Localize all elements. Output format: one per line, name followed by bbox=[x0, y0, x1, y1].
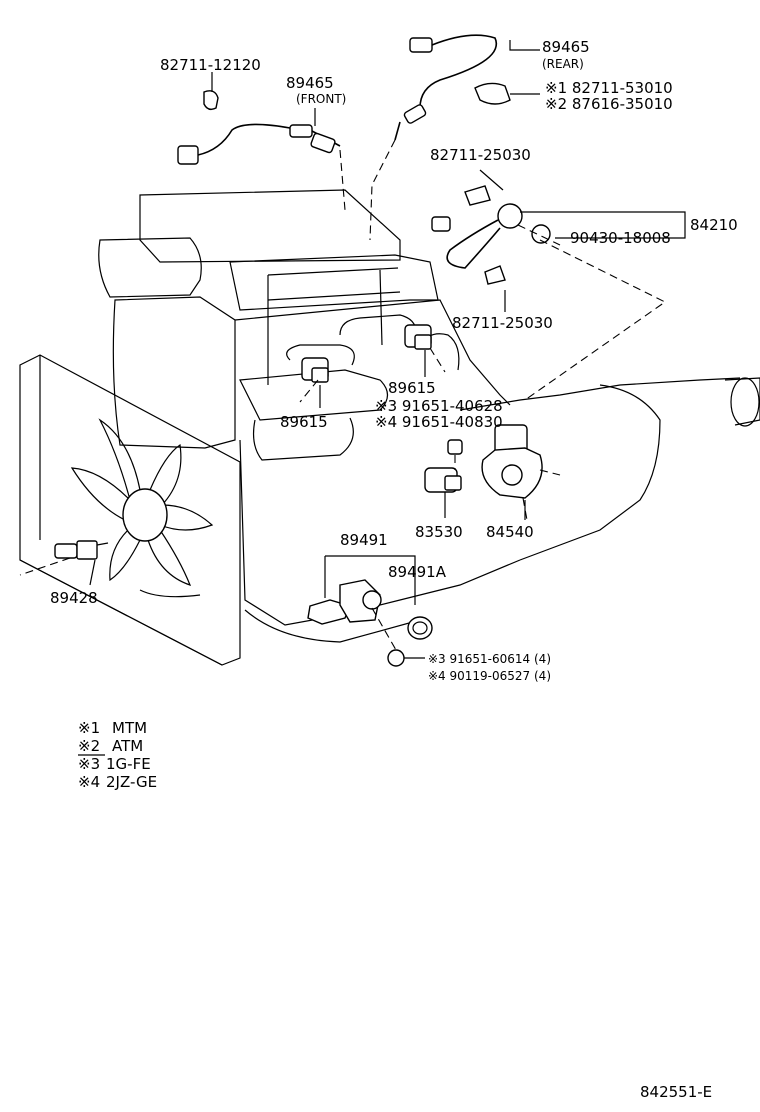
legend-mark-1: ※1 bbox=[78, 719, 100, 737]
label-91651-40628: ※3 91651-40628 bbox=[375, 397, 503, 415]
label-89615-left: 89615 bbox=[280, 413, 328, 431]
sensor-89615-right bbox=[404, 324, 432, 350]
label-82711-25030-top: 82711-25030 bbox=[430, 146, 531, 164]
label-82711-53010: ※1 82711-53010 bbox=[545, 79, 673, 97]
clamp-82711-53010 bbox=[474, 82, 540, 105]
bolt-91651 bbox=[447, 439, 463, 455]
legend: ※1 MTM ※2 ATM ※3 1G-FE ※4 2JZ-GE bbox=[78, 719, 157, 791]
figure-code: 842551-E bbox=[640, 1083, 712, 1101]
label-89491a: 89491A bbox=[388, 563, 447, 581]
label-87616-35010: ※2 87616-35010 bbox=[545, 95, 673, 113]
legend-text-3: 1G-FE bbox=[106, 755, 151, 773]
label-91651-60614: ※3 91651-60614 (4) bbox=[428, 652, 551, 666]
label-89465-rear: 89465 bbox=[542, 38, 590, 56]
engine-block bbox=[98, 189, 760, 643]
label-91651-40830: ※4 91651-40830 bbox=[375, 413, 503, 431]
label-82711-25030-bottom: 82711-25030 bbox=[452, 314, 553, 332]
leader-lines bbox=[89, 40, 686, 659]
switch-83530 bbox=[424, 467, 462, 493]
label-84540: 84540 bbox=[486, 523, 534, 541]
label-rear: (REAR) bbox=[542, 57, 584, 71]
label-89491: 89491 bbox=[340, 531, 388, 549]
sensor-89615-left bbox=[301, 357, 329, 383]
label-84210: 84210 bbox=[690, 216, 738, 234]
sensor-89491 bbox=[307, 579, 382, 625]
bolt-91651-60614 bbox=[387, 649, 405, 667]
sensor-84540 bbox=[481, 424, 543, 499]
legend-text-2: ATM bbox=[112, 737, 143, 755]
radiator-fan bbox=[19, 354, 241, 666]
sensor-89428 bbox=[54, 540, 109, 560]
label-83530: 83530 bbox=[415, 523, 463, 541]
label-front: (FRONT) bbox=[296, 92, 346, 106]
clamp-82711-12120 bbox=[203, 80, 219, 111]
ring-89491a bbox=[407, 616, 433, 640]
legend-mark-2: ※2 bbox=[78, 737, 100, 755]
part-labels: 82711-12120 89465 (FRONT) 89465 (REAR) ※… bbox=[50, 38, 738, 683]
legend-text-4: 2JZ-GE bbox=[106, 773, 157, 791]
label-90119-06527: ※4 90119-06527 (4) bbox=[428, 669, 551, 683]
rear-oxygen-sensor bbox=[394, 34, 498, 141]
dashed-leaders bbox=[19, 139, 667, 651]
label-89465-front: 89465 bbox=[286, 74, 334, 92]
label-82711-12120: 82711-12120 bbox=[160, 56, 261, 74]
legend-text-1: MTM bbox=[112, 719, 147, 737]
label-90430-18008: 90430-18008 bbox=[570, 229, 671, 247]
legend-mark-3: ※3 bbox=[78, 755, 100, 773]
label-89428: 89428 bbox=[50, 589, 98, 607]
legend-mark-4: ※4 bbox=[78, 773, 100, 791]
label-89615-right: 89615 bbox=[388, 379, 436, 397]
sensor-84210 bbox=[431, 185, 551, 285]
front-oxygen-sensor bbox=[177, 123, 341, 165]
